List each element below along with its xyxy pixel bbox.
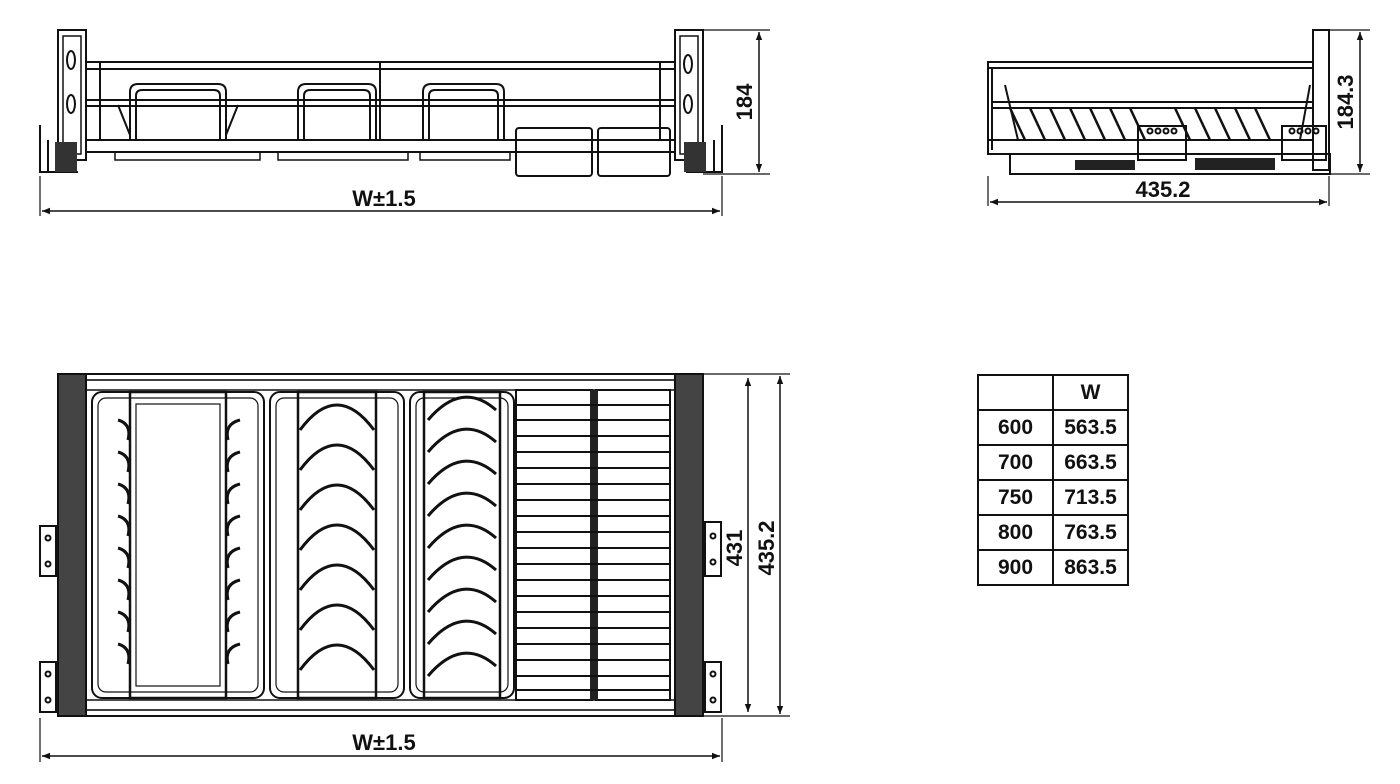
front-basket-2: [297, 83, 377, 140]
plan-slat-lines: [516, 404, 670, 691]
front-bin-1: [515, 127, 593, 177]
size-table-w-cell: 713.5: [1052, 479, 1129, 516]
side-hinge-block-1: [1137, 125, 1187, 161]
side-hinge-block-2: [1281, 125, 1327, 161]
side-depth-label: 435.2: [1135, 177, 1190, 202]
plan-left-bracket-2: [39, 661, 57, 713]
plan-lid-wave-holder: [426, 395, 497, 677]
plan-outer-frame: [57, 373, 704, 717]
front-basket-3: [422, 83, 505, 140]
side-height-label: 184.3: [1333, 74, 1358, 129]
size-table-header-cabinet: [977, 374, 1054, 411]
size-table-cabinet-cell: 700: [977, 444, 1054, 481]
front-view: [39, 29, 770, 216]
size-table-header-row: W: [977, 374, 1129, 411]
side-view: [987, 29, 1370, 206]
table-row: 700 663.5: [977, 444, 1129, 481]
size-table-cabinet-cell: 900: [977, 549, 1054, 586]
size-table-w-cell: 763.5: [1052, 514, 1129, 551]
plan-width-label: W±1.5: [352, 730, 415, 755]
table-row: 600 563.5: [977, 409, 1129, 446]
plan-inner-depth-label: 431: [722, 530, 747, 567]
size-table-header-w: W: [1052, 374, 1129, 411]
size-table-cabinet-cell: 800: [977, 514, 1054, 551]
table-row: 900 863.5: [977, 549, 1129, 586]
front-width-label: W±1.5: [352, 186, 415, 211]
plan-compartment-bowls: [269, 391, 405, 699]
plan-right-bracket-1: [704, 521, 722, 577]
plan-left-bracket-1: [39, 525, 57, 577]
side-view-ribs: [1008, 107, 1272, 141]
size-table-w-cell: 563.5: [1052, 409, 1129, 446]
size-table-w-cell: 663.5: [1052, 444, 1129, 481]
plan-compartment-plates: [91, 391, 265, 699]
plan-right-bracket-2: [704, 661, 722, 713]
size-table-w-cell: 863.5: [1052, 549, 1129, 586]
front-basket-1: [129, 83, 227, 140]
table-row: 800 763.5: [977, 514, 1129, 551]
front-height-label: 184: [732, 83, 757, 120]
plan-plate-pegs: [117, 418, 241, 665]
front-bin-2: [597, 127, 671, 177]
size-table-cabinet-cell: 750: [977, 479, 1054, 516]
plan-view: [39, 373, 790, 762]
plan-outer-depth-label: 435.2: [754, 520, 779, 575]
plan-bowl-wave-holder: [298, 403, 376, 671]
table-row: 750 713.5: [977, 479, 1129, 516]
size-table: W 600 563.5 700 663.5 750 713.5 800 763.…: [977, 374, 1129, 586]
size-table-cabinet-cell: 600: [977, 409, 1054, 446]
